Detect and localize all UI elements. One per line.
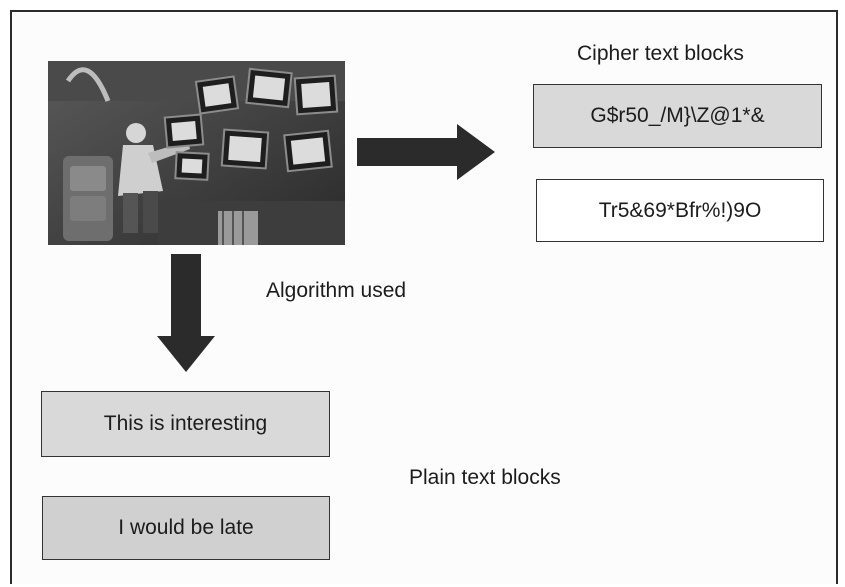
plain-text-heading: Plain text blocks bbox=[409, 466, 561, 489]
cipher-block-2: Tr5&69*Bfr%!)9O bbox=[536, 179, 824, 242]
arrow-right-to-cipher bbox=[357, 124, 497, 180]
plain-block-1: This is interesting bbox=[41, 391, 330, 457]
cipher-block-1: G$r50_/M}\Z@1*& bbox=[533, 84, 822, 148]
arrow-down-to-plain bbox=[157, 254, 215, 374]
cipher-text-heading: Cipher text blocks bbox=[577, 42, 744, 65]
plain-block-2: I would be late bbox=[42, 496, 330, 560]
algorithm-used-label: Algorithm used bbox=[266, 279, 407, 302]
arrow-down-shape bbox=[157, 254, 215, 372]
hacker-monitors-image bbox=[48, 61, 345, 245]
hacker-monitors-illustration bbox=[48, 61, 345, 245]
arrow-right-shape bbox=[357, 124, 495, 180]
